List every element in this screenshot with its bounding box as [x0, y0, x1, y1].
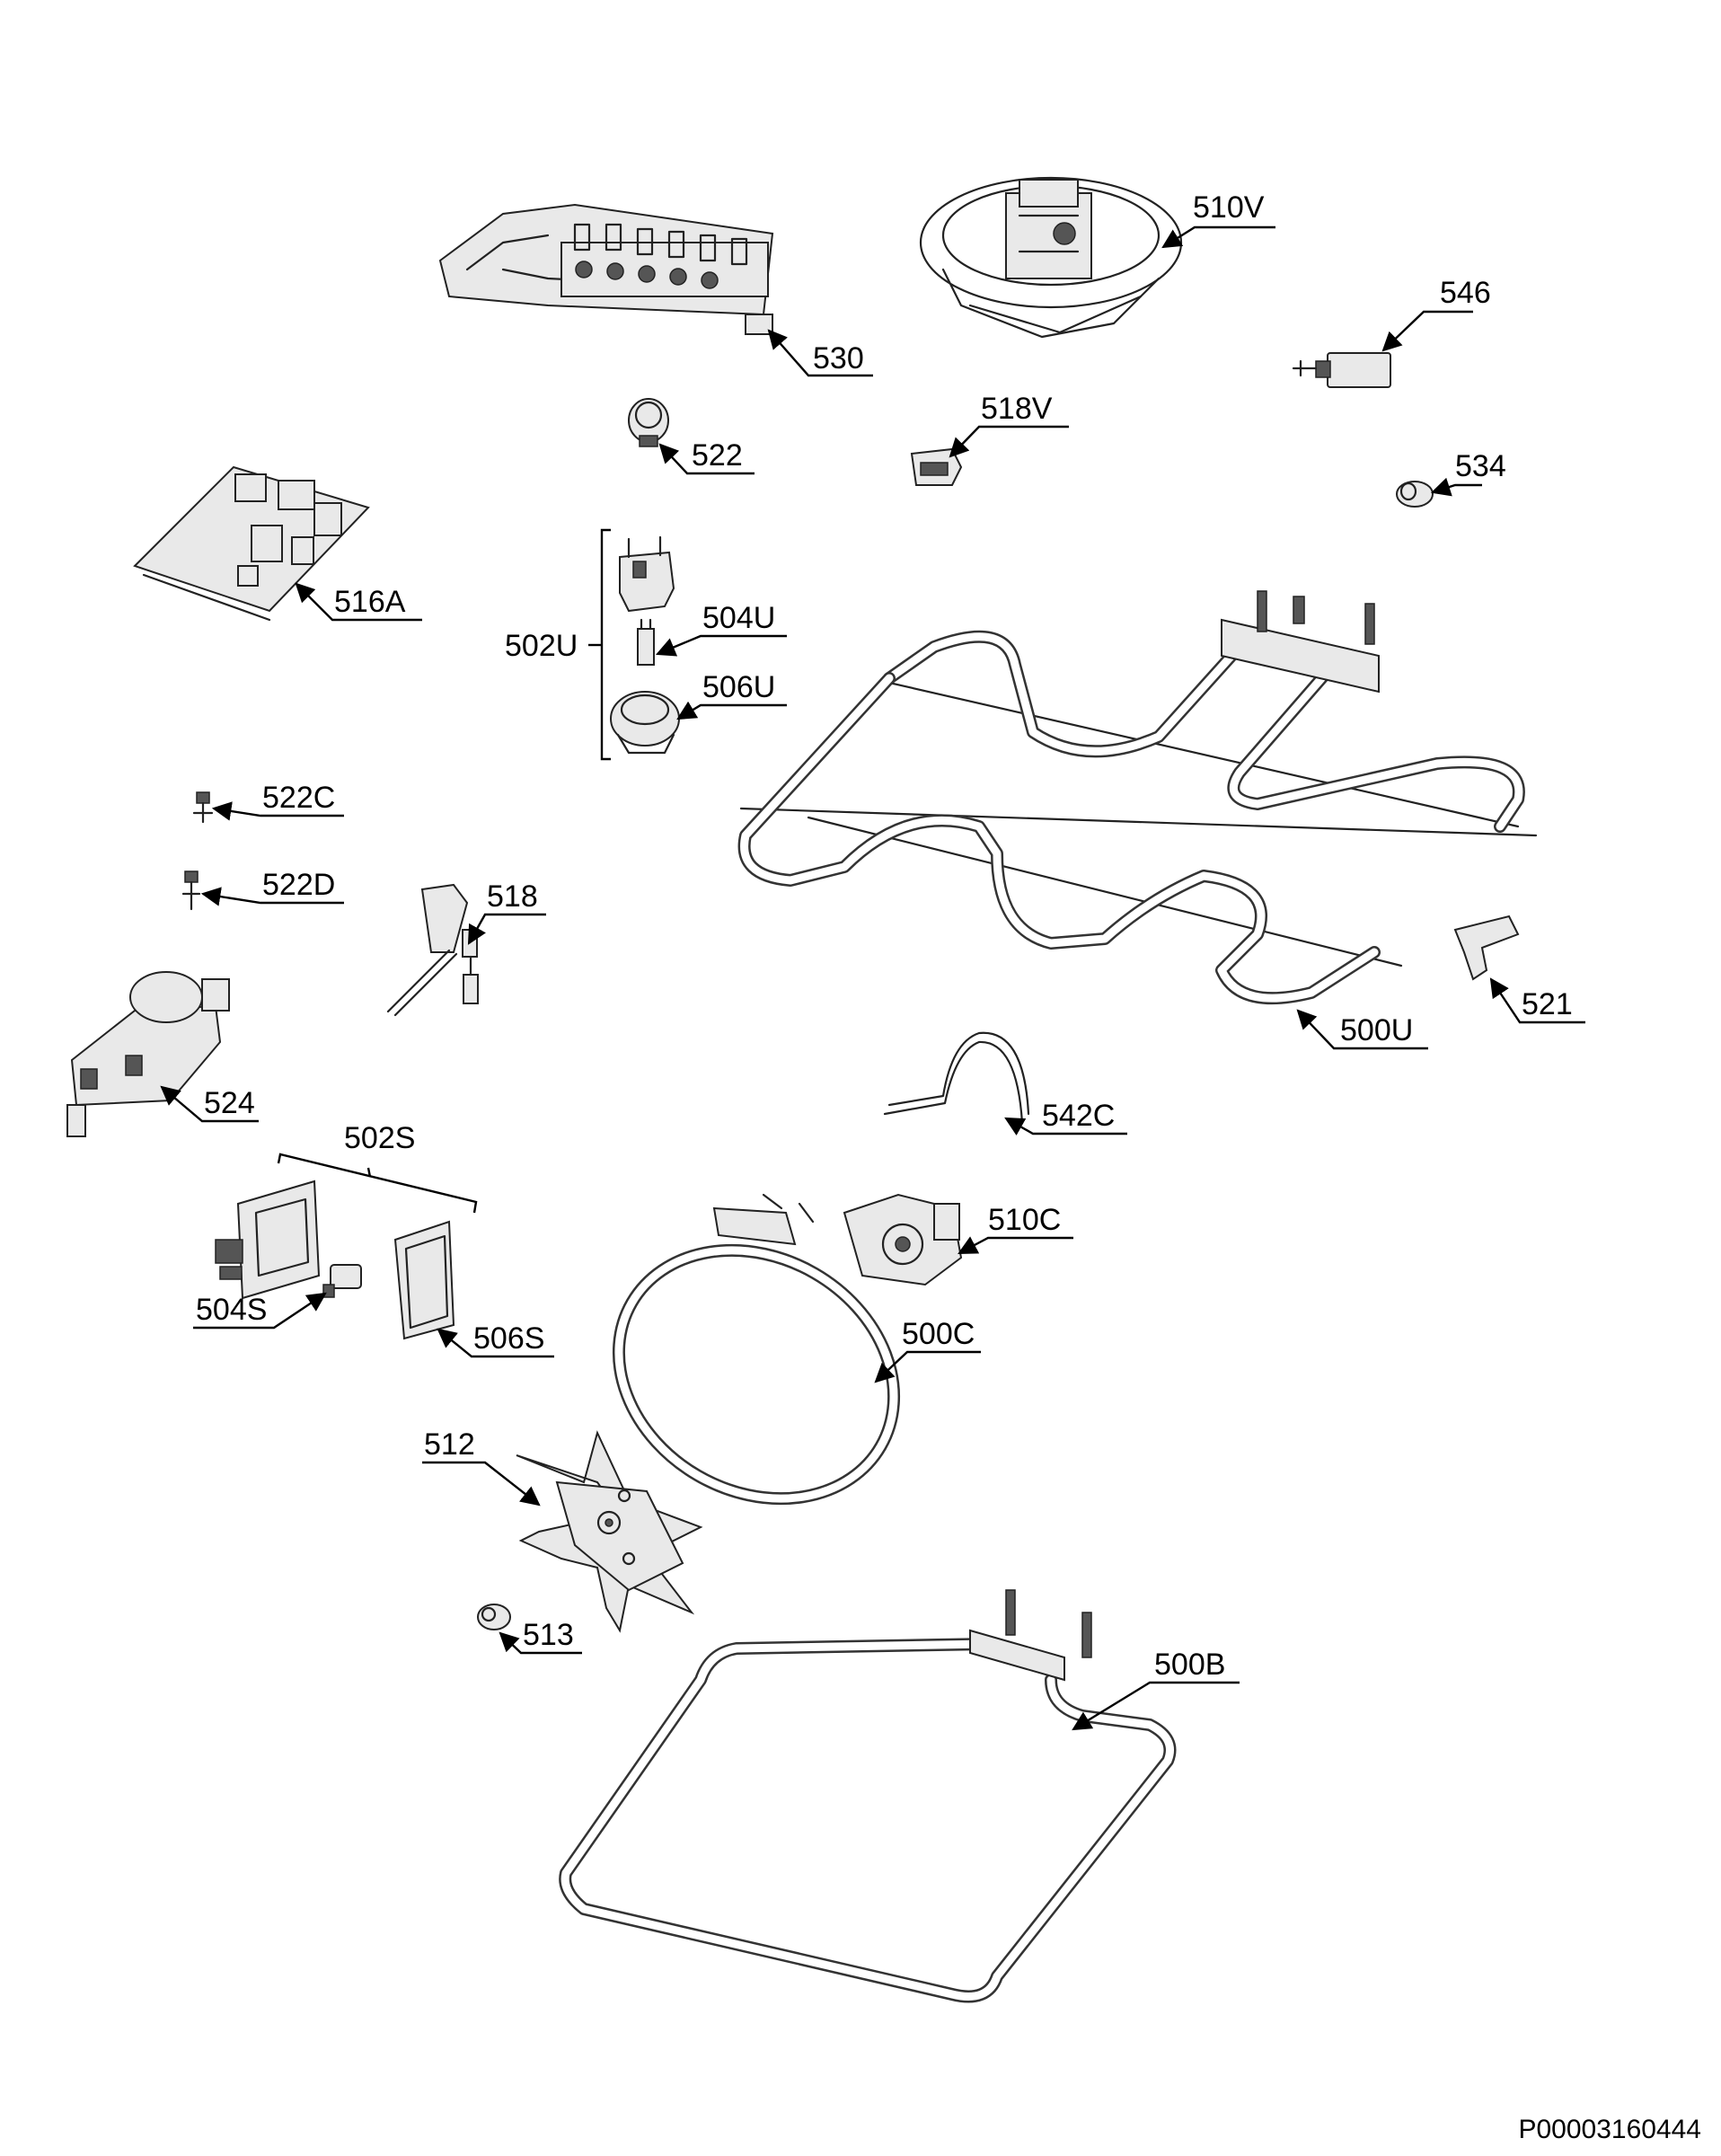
leader-510V	[1161, 225, 1275, 249]
leader-513	[499, 1631, 582, 1655]
label-521: 521	[1522, 987, 1573, 1021]
part-524-door-lock	[66, 971, 230, 1137]
leader-530	[767, 329, 873, 377]
label-504S: 504S	[196, 1293, 267, 1327]
leader-506S	[437, 1328, 554, 1358]
leader-542C	[1004, 1117, 1127, 1135]
leader-546	[1381, 310, 1473, 352]
part-546-switch	[1292, 352, 1391, 388]
part-513-nut	[477, 1604, 511, 1630]
leader-lines	[160, 225, 1585, 1731]
label-522: 522	[692, 438, 743, 473]
part-506S-glass-cover	[393, 1220, 455, 1340]
leader-510C	[958, 1236, 1073, 1255]
label-504U: 504U	[702, 601, 775, 635]
label-518: 518	[487, 879, 538, 914]
label-506U: 506U	[702, 670, 775, 704]
label-542C: 542C	[1042, 1099, 1115, 1133]
part-504U-bulb	[637, 618, 655, 666]
label-516A: 516A	[334, 585, 406, 619]
part-534-knob	[1396, 481, 1434, 508]
part-530-terminal-block	[438, 203, 774, 335]
leader-504U	[656, 634, 787, 657]
part-labels: 530 510V 546 522 518V 534 516A 502U 504U…	[196, 190, 1573, 1682]
label-510V: 510V	[1193, 190, 1265, 225]
part-522-clip	[628, 398, 669, 447]
leader-512	[422, 1461, 541, 1507]
part-510C-convection-motor	[843, 1193, 963, 1286]
leader-504S	[193, 1292, 327, 1330]
label-546: 546	[1440, 276, 1491, 310]
label-522D: 522D	[262, 868, 335, 902]
part-500U-grill-element	[737, 590, 1538, 1005]
part-504S-bulb	[322, 1264, 362, 1298]
label-500B: 500B	[1154, 1648, 1225, 1682]
label-518V: 518V	[981, 392, 1053, 426]
label-506S: 506S	[473, 1321, 544, 1356]
part-522D-screw	[181, 870, 201, 911]
leader-500C	[874, 1350, 981, 1383]
part-516A-circuit-board	[133, 465, 370, 622]
document-code: P00003160444	[1518, 2115, 1701, 2144]
part-542C-wire-clip	[883, 1031, 1030, 1125]
label-524: 524	[204, 1086, 255, 1120]
leader-522C	[211, 801, 344, 821]
leader-516A	[295, 582, 422, 622]
part-500C-circular-element	[612, 1193, 901, 1506]
leader-522	[658, 443, 755, 475]
part-506U-lamp-cover	[610, 691, 680, 755]
part-512-fan-blade	[516, 1430, 703, 1633]
leader-506U	[676, 701, 787, 720]
part-502U-lamp-socket	[619, 535, 675, 613]
part-521-clip	[1453, 915, 1520, 981]
label-513: 513	[523, 1618, 574, 1652]
label-534: 534	[1455, 449, 1506, 483]
leader-524	[160, 1085, 259, 1123]
label-500C: 500C	[902, 1317, 975, 1351]
label-522C: 522C	[262, 781, 335, 815]
part-502U-group-bracket	[588, 528, 611, 761]
part-510V-fan-motor	[919, 176, 1183, 339]
leader-500B	[1072, 1681, 1240, 1731]
part-502S-group-bracket	[277, 1153, 478, 1214]
leader-500U	[1296, 1009, 1428, 1050]
part-522C-screw	[192, 791, 214, 824]
label-502S: 502S	[344, 1121, 415, 1155]
leader-522D	[200, 887, 344, 906]
leader-518V	[949, 425, 1069, 458]
leader-534	[1430, 477, 1482, 497]
part-518-probe	[386, 883, 479, 1017]
part-502S-lamp-housing	[215, 1180, 321, 1300]
label-512: 512	[424, 1427, 475, 1462]
label-510C: 510C	[988, 1203, 1061, 1237]
label-500U: 500U	[1340, 1013, 1413, 1047]
part-500B-bottom-element	[559, 1589, 1177, 2003]
leader-518	[467, 913, 546, 945]
label-502U: 502U	[505, 629, 578, 663]
part-518V-bracket	[910, 447, 963, 486]
label-530: 530	[813, 341, 864, 376]
leader-521	[1489, 977, 1585, 1024]
